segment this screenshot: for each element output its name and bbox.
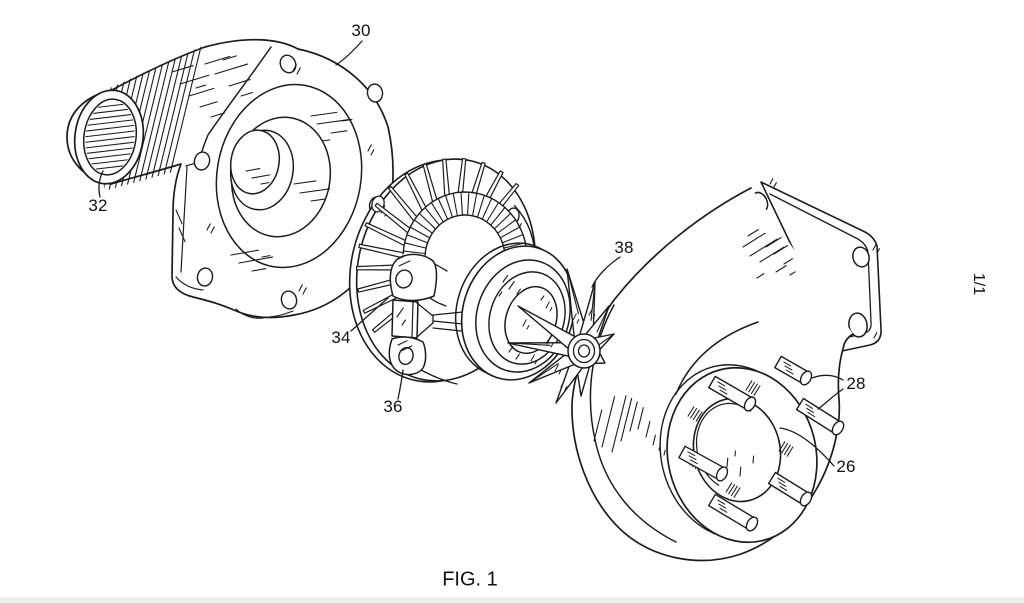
ref-label-34: 34 <box>331 328 351 347</box>
page-edge-bar <box>0 597 1024 603</box>
sheet-number: 1/1 <box>970 272 987 296</box>
ref-label-32: 32 <box>88 196 108 215</box>
ref-label-36: 36 <box>383 397 403 416</box>
ref-label-30: 30 <box>351 21 371 40</box>
figure-caption: FIG. 1 <box>442 568 498 591</box>
ref-label-26: 26 <box>836 457 856 476</box>
ref-label-38: 38 <box>614 238 634 257</box>
ref-label-28: 28 <box>846 374 866 393</box>
